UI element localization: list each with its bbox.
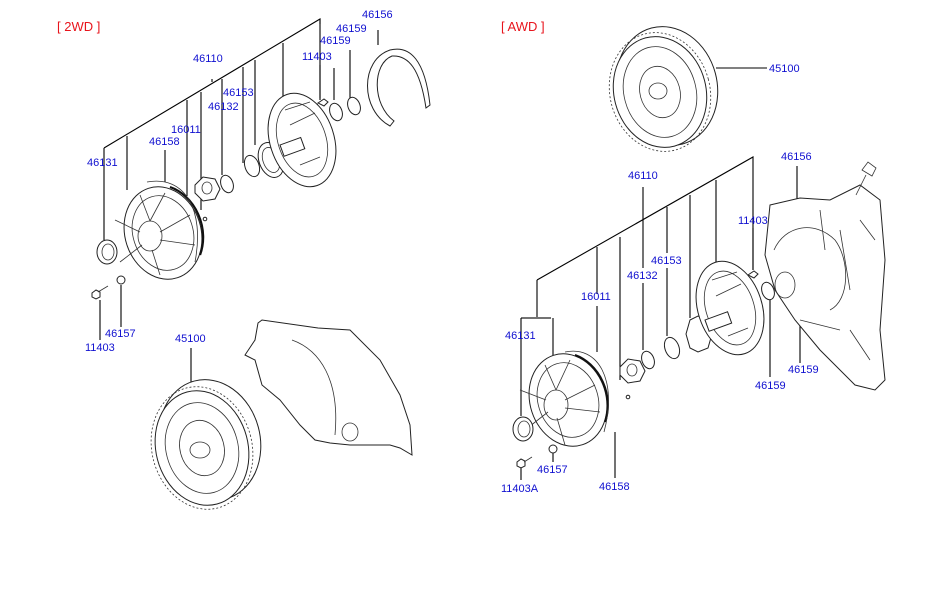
part-label-46153-2wd[interactable]: 46153 — [223, 87, 254, 99]
part-label-11403-2wd-bolt[interactable]: 11403 — [85, 342, 115, 354]
part-label-46132-2wd[interactable]: 46132 — [208, 101, 239, 113]
part-label-16011-awd[interactable]: 16011 — [581, 291, 611, 303]
part-label-16011-2wd[interactable]: 16011 — [171, 124, 201, 136]
left-small-parts — [91, 96, 361, 300]
part-label-46110-awd[interactable]: 46110 — [628, 170, 658, 182]
part-label-46156-2wd[interactable]: 46156 — [362, 9, 393, 21]
right-transmission-housing — [764, 161, 886, 391]
part-label-45100-awd[interactable]: 45100 — [769, 63, 800, 75]
left-transmission-housing — [244, 319, 413, 456]
part-label-11403-2wd[interactable]: 11403 — [302, 51, 332, 63]
part-label-11403A-awd[interactable]: 11403A — [501, 483, 539, 495]
part-label-46157-2wd[interactable]: 46157 — [105, 328, 136, 340]
part-label-46159-2wd-b[interactable]: 46159 — [320, 35, 351, 47]
right-pump-cover — [519, 350, 609, 447]
left-pump-cover — [114, 180, 205, 280]
part-label-46159-2wd-a[interactable]: 46159 — [336, 23, 367, 35]
section-title-awd: [ AWD ] — [501, 19, 545, 34]
part-label-46132-awd[interactable]: 46132 — [627, 270, 658, 282]
part-label-46153-awd[interactable]: 46153 — [651, 255, 682, 267]
right-torque-converter — [608, 26, 719, 152]
left-pump-housing — [267, 92, 337, 188]
part-label-45100-2wd[interactable]: 45100 — [175, 333, 206, 345]
part-label-46159-awd-b[interactable]: 46159 — [755, 380, 786, 392]
left-leader-lines — [99, 18, 379, 390]
part-label-46131-2wd[interactable]: 46131 — [87, 157, 118, 169]
part-label-46156-awd[interactable]: 46156 — [781, 151, 812, 163]
part-label-46131-awd[interactable]: 46131 — [505, 330, 536, 342]
left-torque-converter — [150, 379, 262, 510]
part-label-46159-awd-a[interactable]: 46159 — [788, 364, 819, 376]
right-pump-housing — [695, 260, 765, 356]
part-label-46157-awd[interactable]: 46157 — [537, 464, 568, 476]
left-gasket — [367, 48, 431, 127]
part-label-46110-2wd[interactable]: 46110 — [193, 53, 223, 65]
section-title-2wd: [ 2WD ] — [57, 19, 101, 34]
left-oil-seal — [96, 239, 118, 265]
part-label-46158-2wd[interactable]: 46158 — [149, 136, 180, 148]
part-label-46158-awd[interactable]: 46158 — [599, 481, 630, 493]
part-label-11403-awd[interactable]: 11403 — [738, 215, 768, 227]
